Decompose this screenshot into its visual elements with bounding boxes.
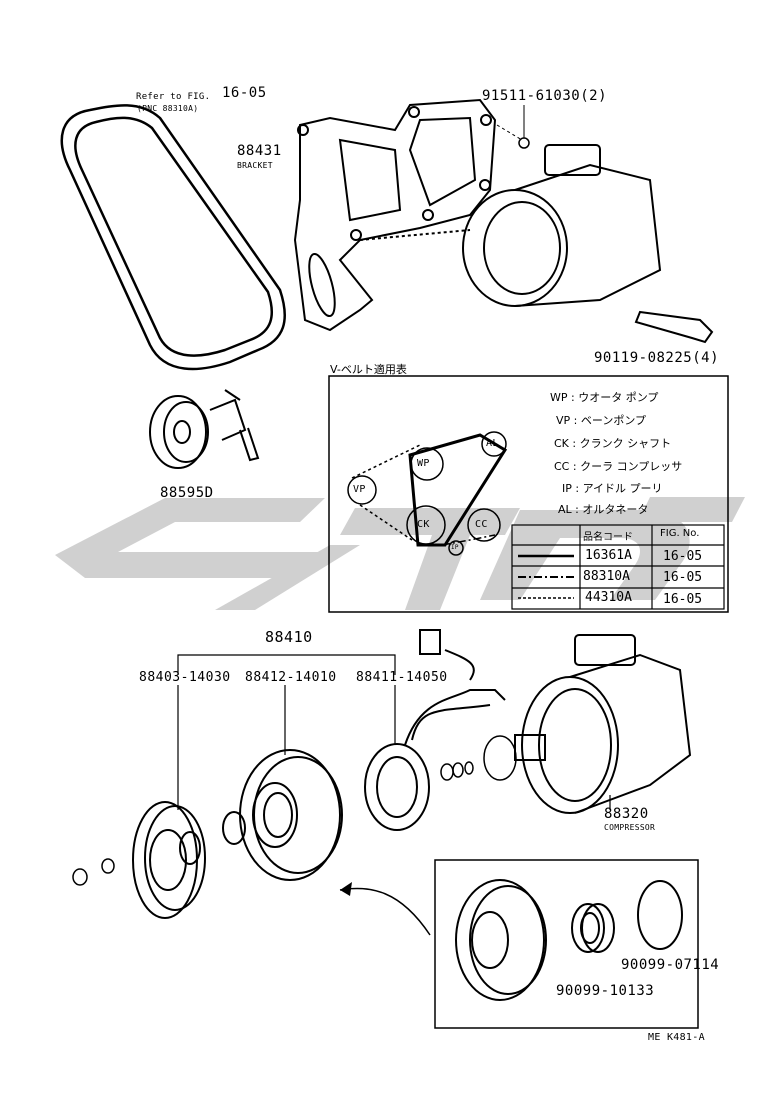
- hub-part-number: 88403-14030: [139, 670, 231, 685]
- legend-item: AL : オルタネータ: [558, 503, 649, 516]
- compressor-drawing: [514, 634, 692, 814]
- pulley-ip: IP: [451, 544, 459, 551]
- clutch-assy-number: 88410: [265, 628, 313, 646]
- belt-table-frame: [328, 375, 729, 613]
- detail-pulley: [455, 879, 547, 1001]
- pulley-vp: VP: [353, 484, 366, 495]
- diagram-id: ME K481-A: [648, 1032, 705, 1043]
- belt-code-table: [511, 524, 725, 610]
- table-row-code: 88310A: [583, 569, 630, 584]
- table-row-fig: 16-05: [663, 570, 703, 585]
- bearing-part-number: 90099-10133: [556, 983, 655, 999]
- compressor-top-drawing: [359, 144, 662, 307]
- refer-fig-label: Refer to FIG.: [136, 92, 211, 102]
- idler-pulley-drawing: [149, 389, 260, 469]
- table-header-fig: FIG. No.: [660, 528, 700, 539]
- legend-item: CK : クランク シャフト: [554, 437, 672, 450]
- belt-routing: [347, 431, 508, 556]
- bracket-name: BRACKET: [237, 161, 273, 170]
- refer-fig-number: 16-05: [222, 85, 267, 101]
- legend-item: VP : ベーンポンプ: [556, 414, 646, 427]
- table-row-fig: 16-05: [663, 592, 703, 607]
- long-bolt: [634, 310, 714, 344]
- idler-part-number: 88595D: [160, 485, 214, 501]
- table-row-code: 44310A: [585, 590, 632, 605]
- shim-ring: [222, 811, 246, 845]
- pulley-al: AL: [486, 438, 499, 449]
- detail-bearing: [571, 903, 615, 953]
- table-row-fig: 16-05: [663, 549, 703, 564]
- legend-item: CC : クーラ コンプレッサ: [554, 460, 683, 473]
- nut-washer: [72, 858, 115, 886]
- legend-item: WP : ウオータ ポンプ: [550, 391, 659, 404]
- refer-pnc: (PNC 88310A): [137, 104, 199, 113]
- pulley-ck: CK: [417, 519, 430, 530]
- bolt-washer: [518, 137, 530, 149]
- compressor-part-number: 88320: [604, 806, 649, 822]
- table-row-code: 16361A: [585, 548, 632, 563]
- long-bolt-part-number: 90119-08225(4): [594, 350, 720, 366]
- legend-item: IP : アイドル プーリ: [562, 482, 663, 495]
- snap-ring-part-number: 90099-07114: [621, 957, 720, 973]
- assembly-leader-lines: [177, 654, 611, 810]
- pulley-wp: WP: [417, 458, 430, 469]
- pulley-drawing: [239, 749, 343, 881]
- v-belt: [60, 104, 287, 371]
- belt-table-title: V-ベルト適用表: [330, 363, 407, 376]
- table-header-code: 品名コード: [583, 532, 633, 543]
- small-rings: [440, 735, 517, 781]
- detail-arrow: [339, 887, 431, 936]
- stator-part-number: 88411-14050: [356, 670, 448, 685]
- detail-inset-frame: [434, 859, 699, 1029]
- watermark-logo: [55, 497, 745, 610]
- bracket-drawing: [293, 98, 497, 332]
- clutch-hub-drawing: [132, 801, 206, 919]
- bracket-part-number: 88431: [237, 143, 282, 159]
- stator-drawing: [364, 629, 506, 831]
- compressor-name: COMPRESSOR: [604, 823, 656, 832]
- detail-snap-ring: [637, 880, 683, 950]
- pulley-cc: CC: [475, 519, 488, 530]
- bolt-top-part-number: 91511-61030(2): [482, 88, 608, 104]
- pulley-part-number: 88412-14010: [245, 670, 337, 685]
